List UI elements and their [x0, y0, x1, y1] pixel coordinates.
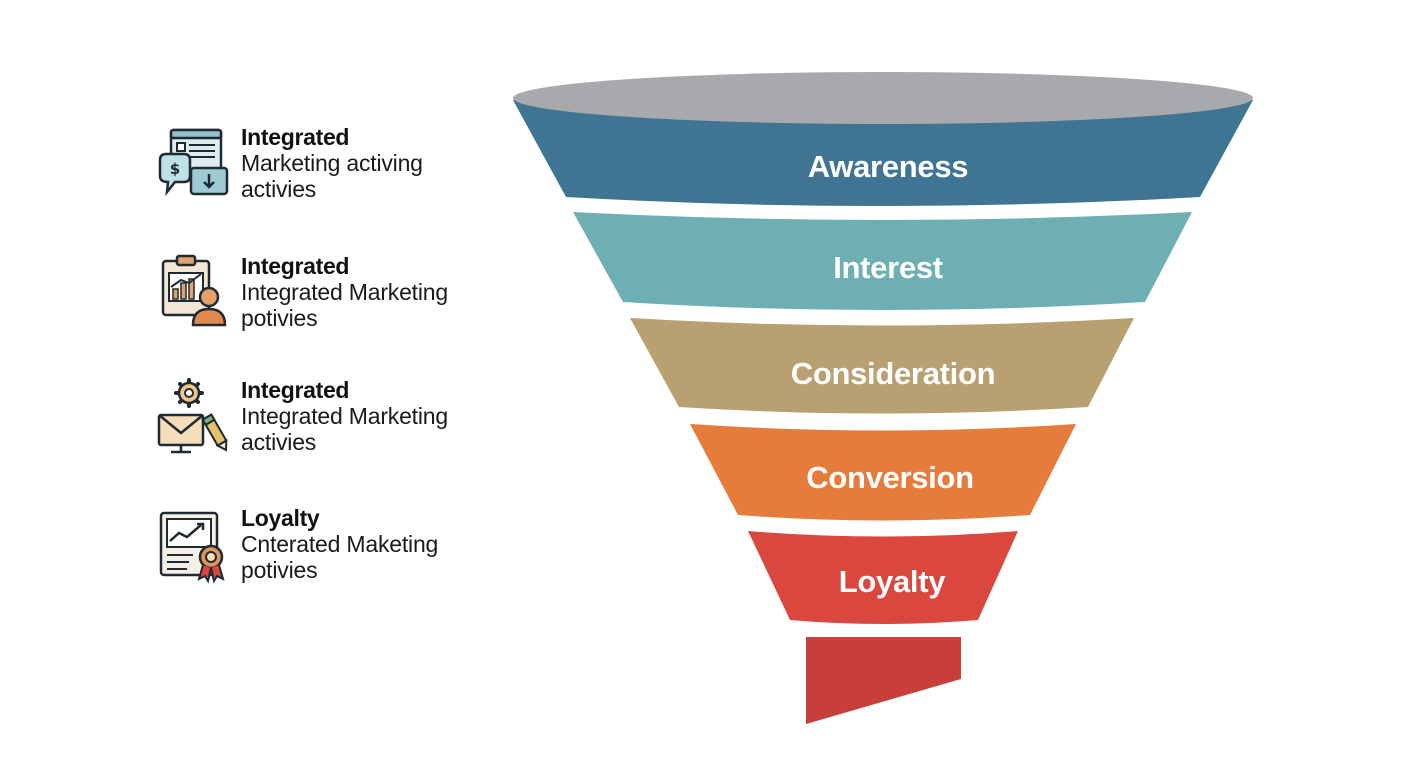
legend-item: $ Integrated Marketing activing activies [157, 124, 497, 214]
funnel-stage-awareness [513, 100, 1253, 206]
funnel-stage-loyalty-label: Loyalty [839, 564, 946, 599]
legend-description-line: Integrated Marketing [241, 403, 448, 429]
legend-description-line: activies [241, 429, 317, 455]
gear-mail-icon [157, 377, 233, 457]
funnel-rim [513, 72, 1253, 124]
billboard-chat-icon: $ [157, 124, 233, 204]
legend-description-line: potivies [241, 557, 318, 583]
funnel-stage-interest-label: Interest [833, 250, 943, 285]
svg-text:$: $ [170, 160, 180, 178]
legend-description-line: Cnterated Maketing [241, 531, 439, 557]
legend-text: Integrated Marketing activing activies [241, 124, 501, 202]
legend-title: Integrated [241, 253, 350, 279]
legend-title: Integrated [241, 124, 350, 150]
legend-description-line: potivies [241, 305, 318, 331]
funnel-stage-conversion [690, 424, 1076, 521]
chart-badge-icon [157, 505, 233, 585]
legend-description-line: activies [241, 176, 317, 202]
legend-item: Loyalty Cnterated Maketing potivies [157, 505, 497, 595]
funnel-stage-interest [573, 212, 1192, 310]
funnel-stage-awareness-label: Awareness [808, 149, 968, 184]
legend-title: Integrated [241, 377, 350, 403]
funnel-tail [806, 637, 961, 724]
legend-item: Integrated Integrated Marketing activies [157, 377, 497, 467]
legend-description-line: Marketing activing [241, 150, 423, 176]
funnel-stage-consideration-label: Consideration [791, 356, 996, 391]
legend-item: Integrated Integrated Marketing potivies [157, 253, 497, 343]
funnel-stage-consideration [630, 318, 1134, 414]
legend-text: Integrated Integrated Marketing potivies [241, 253, 501, 331]
funnel-stage-loyalty [748, 531, 1018, 624]
legend-title: Loyalty [241, 505, 320, 531]
funnel-stage-conversion-label: Conversion [806, 460, 974, 495]
legend-description-line: Integrated Marketing [241, 279, 448, 305]
legend-text: Loyalty Cnterated Maketing potivies [241, 505, 501, 583]
legend-text: Integrated Integrated Marketing activies [241, 377, 501, 455]
chart-person-icon [157, 253, 233, 333]
